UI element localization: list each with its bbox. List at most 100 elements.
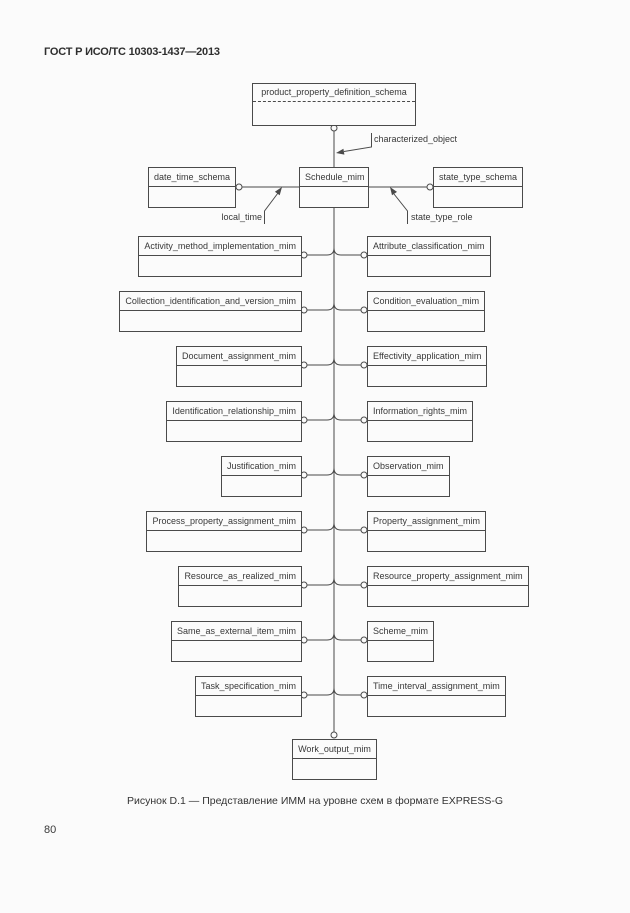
schema-box-body: [149, 187, 235, 207]
schema-box-schedule-mim: Schedule_mim: [299, 167, 369, 208]
schema-box-title: Observation_mim: [368, 457, 449, 476]
schema-box-title: Schedule_mim: [300, 168, 368, 187]
schema-box-body: [139, 256, 301, 276]
schema-box-title: Activity_method_implementation_mim: [139, 237, 301, 256]
schema-box-body: [368, 476, 449, 496]
schema-box-body: [368, 256, 490, 276]
schema-box-title: Information_rights_mim: [368, 402, 473, 421]
schema-box-title: Same_as_external_item_mim: [171, 622, 301, 641]
schema-box-title: Work_output_mim: [293, 740, 376, 759]
connector-row: [307, 247, 335, 256]
schema-box-row1-right: Attribute_classification_mim: [367, 236, 491, 277]
connector-row: [333, 247, 361, 256]
connector-row: [333, 522, 361, 531]
schema-box-body: [434, 187, 522, 207]
schema-box-row3-left: Document_assignment_mim: [175, 346, 302, 387]
schema-box-body: [368, 641, 433, 661]
connector-row: [333, 412, 361, 421]
schema-box-title: Effectivity_application_mim: [368, 347, 487, 366]
connection-circle: [235, 183, 243, 191]
schema-box-title: Collection_identification_and_version_mi…: [120, 292, 301, 311]
schema-box-body: [300, 187, 368, 207]
schema-box-title: date_time_schema: [149, 168, 235, 187]
state-type-role-leader: [393, 193, 408, 224]
schema-box-row2-left: Collection_identification_and_version_mi…: [119, 291, 302, 332]
schema-box-body: [368, 586, 528, 606]
schema-box-row8-left: Same_as_external_item_mim: [170, 621, 302, 662]
schema-box-row5-right: Observation_mim: [367, 456, 450, 497]
connector-row: [333, 632, 361, 641]
connection-circle: [330, 731, 338, 739]
schema-box-title: Process_property_assignment_mim: [147, 512, 301, 531]
connector-row: [307, 522, 335, 531]
connector-row: [333, 577, 361, 586]
schema-box-work-output-mim: Work_output_mim: [292, 739, 377, 780]
schema-box-row9-right: Time_interval_assignment_mim: [367, 676, 506, 717]
schema-box-title: Task_specification_mim: [195, 677, 301, 696]
schema-box-title: Document_assignment_mim: [176, 347, 301, 366]
schema-box-row6-right: Property_assignment_mim: [367, 511, 487, 552]
connector-row: [333, 687, 361, 696]
schema-box-title: Justification_mim: [221, 457, 301, 476]
schema-box-body: [368, 421, 472, 441]
connector-row: [307, 357, 335, 366]
schema-box-body: [368, 366, 486, 386]
characterized-object-arrowhead: [336, 148, 345, 155]
local-time-arrowhead: [274, 187, 282, 196]
figure-caption: Рисунок D.1 — Представление ИММ на уровн…: [127, 795, 503, 807]
schema-box-title: Property_assignment_mim: [368, 512, 486, 531]
schema-box-body: [179, 586, 301, 606]
connector-row: [307, 632, 335, 641]
schema-box-product-property-definition: product_property_definition_schema: [252, 83, 416, 126]
schema-box-body: [368, 311, 484, 331]
schema-box-date-time: date_time_schema: [148, 167, 236, 208]
schema-box-body: [196, 696, 301, 716]
schema-box-body: [368, 531, 485, 551]
schema-box-row3-right: Effectivity_application_mim: [367, 346, 488, 387]
connector-row: [333, 467, 361, 476]
schema-box-body: [172, 641, 301, 661]
schema-box-body: [147, 531, 301, 551]
schema-box-title: Condition_evaluation_mim: [368, 292, 485, 311]
schema-box-title: Resource_property_assignment_mim: [368, 567, 528, 586]
connector-row: [307, 687, 335, 696]
schema-box-title: Time_interval_assignment_mim: [368, 677, 505, 696]
connector-row: [307, 577, 335, 586]
connector-row: [333, 302, 361, 311]
schema-box-body: [167, 421, 301, 441]
schema-box-title: product_property_definition_schema: [253, 84, 415, 102]
schema-box-row9-left: Task_specification_mim: [194, 676, 302, 717]
state-type-role-arrowhead: [390, 187, 397, 196]
schema-box-row5-left: Justification_mim: [220, 456, 302, 497]
page-number: 80: [44, 824, 57, 836]
schema-box-row4-right: Information_rights_mim: [367, 401, 474, 442]
schema-box-row2-right: Condition_evaluation_mim: [367, 291, 486, 332]
local-time-leader: [264, 192, 279, 224]
schema-box-title: state_type_schema: [434, 168, 522, 187]
schema-box-title: Attribute_classification_mim: [368, 237, 490, 256]
schema-box-body: [253, 102, 415, 125]
label-local-time: local_time: [221, 212, 262, 222]
document-header: ГОСТ Р ИСО/ТС 10303-1437—2013: [44, 46, 220, 58]
schema-box-row8-right: Scheme_mim: [367, 621, 435, 662]
connector-row: [307, 302, 335, 311]
schema-box-title: Scheme_mim: [368, 622, 434, 641]
schema-box-title: Resource_as_realized_mim: [179, 567, 301, 586]
label-characterized-object: characterized_object: [374, 134, 458, 144]
schema-box-state-type: state_type_schema: [433, 167, 523, 208]
schema-box-title: Identification_relationship_mim: [167, 402, 301, 421]
schema-box-body: [120, 311, 301, 331]
schema-box-body: [293, 759, 376, 779]
schema-box-row7-left: Resource_as_realized_mim: [178, 566, 302, 607]
connector-row: [333, 357, 361, 366]
schema-box-row6-left: Process_property_assignment_mim: [146, 511, 302, 552]
connector-row: [307, 412, 335, 421]
schema-box-body: [222, 476, 301, 496]
schema-box-body: [177, 366, 301, 386]
connector-row: [307, 467, 335, 476]
schema-box-row4-left: Identification_relationship_mim: [166, 401, 302, 442]
schema-box-body: [368, 696, 505, 716]
schema-box-row7-right: Resource_property_assignment_mim: [367, 566, 529, 607]
label-state-type-role: state_type_role: [411, 212, 473, 222]
